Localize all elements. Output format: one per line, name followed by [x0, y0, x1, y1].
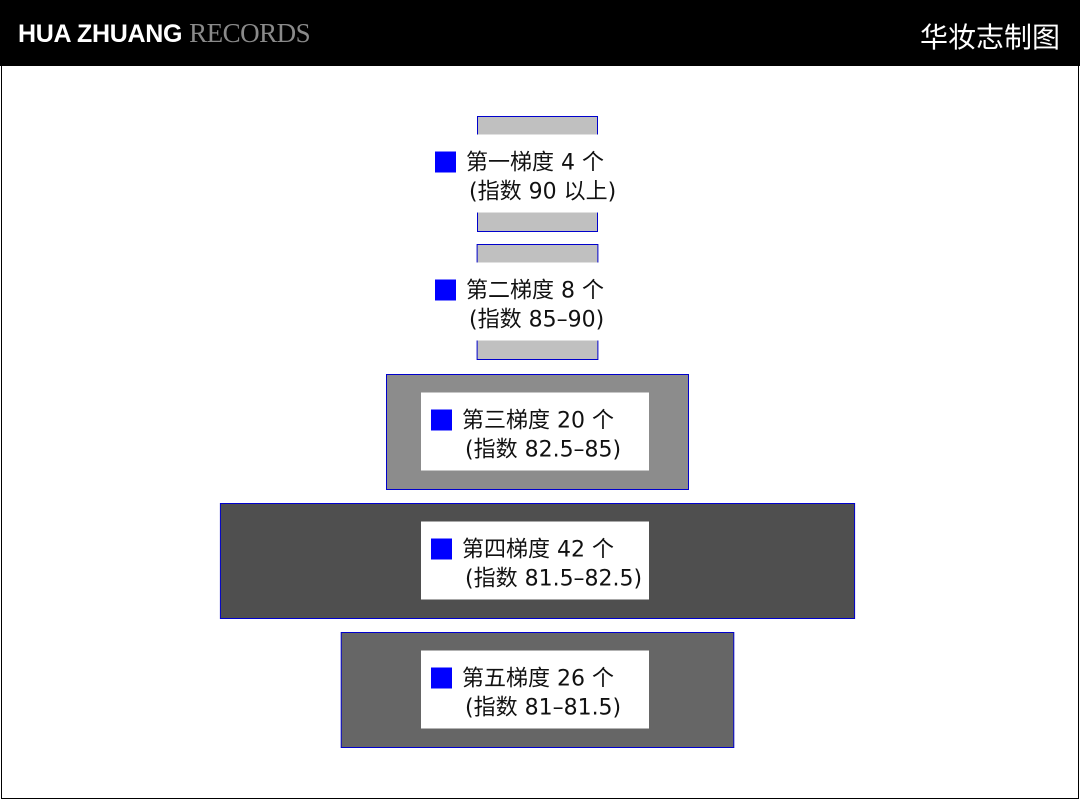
- tier-label-range: (指数 90 以上): [469, 180, 616, 205]
- tier-chart: 第一梯度 4 个 (指数 90 以上) 第二梯度 8 个 (指数 85–90) 第三梯度…: [219, 116, 856, 748]
- tier-label-count: 第二梯度 8 个: [466, 279, 604, 304]
- tier-marker: [431, 538, 452, 560]
- tier-label-range: (指数 81–81.5): [465, 696, 621, 721]
- brand-name-light: RECORDS: [189, 18, 311, 48]
- tier-label-box: [425, 134, 645, 213]
- tier-label-count: 第一梯度 4 个: [466, 151, 604, 176]
- tier-label-range: (指数 82.5–85): [465, 438, 621, 463]
- tier-label-count: 第四梯度 42 个: [462, 538, 614, 563]
- tier-marker: [435, 279, 456, 301]
- brand-name-bold: HUA ZHUANG: [18, 20, 183, 48]
- tier-3: 第三梯度 20 个 (指数 82.5–85): [386, 374, 689, 490]
- tier-1: 第一梯度 4 个 (指数 90 以上): [425, 116, 645, 232]
- tier-label-range: (指数 81.5–82.5): [465, 567, 642, 592]
- tier-label-box: [425, 262, 645, 341]
- tier-label-box: [421, 392, 649, 471]
- chart-frame: 第一梯度 4 个 (指数 90 以上) 第二梯度 8 个 (指数 85–90) 第三梯度…: [1, 66, 1079, 799]
- tier-label-count: 第五梯度 26 个: [462, 667, 614, 692]
- tier-5: 第五梯度 26 个 (指数 81–81.5): [340, 632, 735, 748]
- header-bar: HUA ZHUANG RECORDS 华妆志制图: [0, 0, 1080, 66]
- tier-label-range: (指数 85–90): [469, 308, 604, 333]
- tier-4: 第四梯度 42 个 (指数 81.5–82.5): [219, 503, 856, 619]
- tier-label-count: 第三梯度 20 个: [462, 409, 614, 434]
- tier-marker: [435, 151, 456, 173]
- tier-marker: [431, 667, 452, 689]
- tier-label-box: [421, 521, 649, 600]
- tier-2: 第二梯度 8 个 (指数 85–90): [425, 244, 645, 360]
- brand-logo: HUA ZHUANG RECORDS: [18, 18, 311, 50]
- tier-label-box: [421, 650, 649, 729]
- tier-marker: [431, 409, 452, 431]
- page-title: 华妆志制图: [919, 21, 1060, 54]
